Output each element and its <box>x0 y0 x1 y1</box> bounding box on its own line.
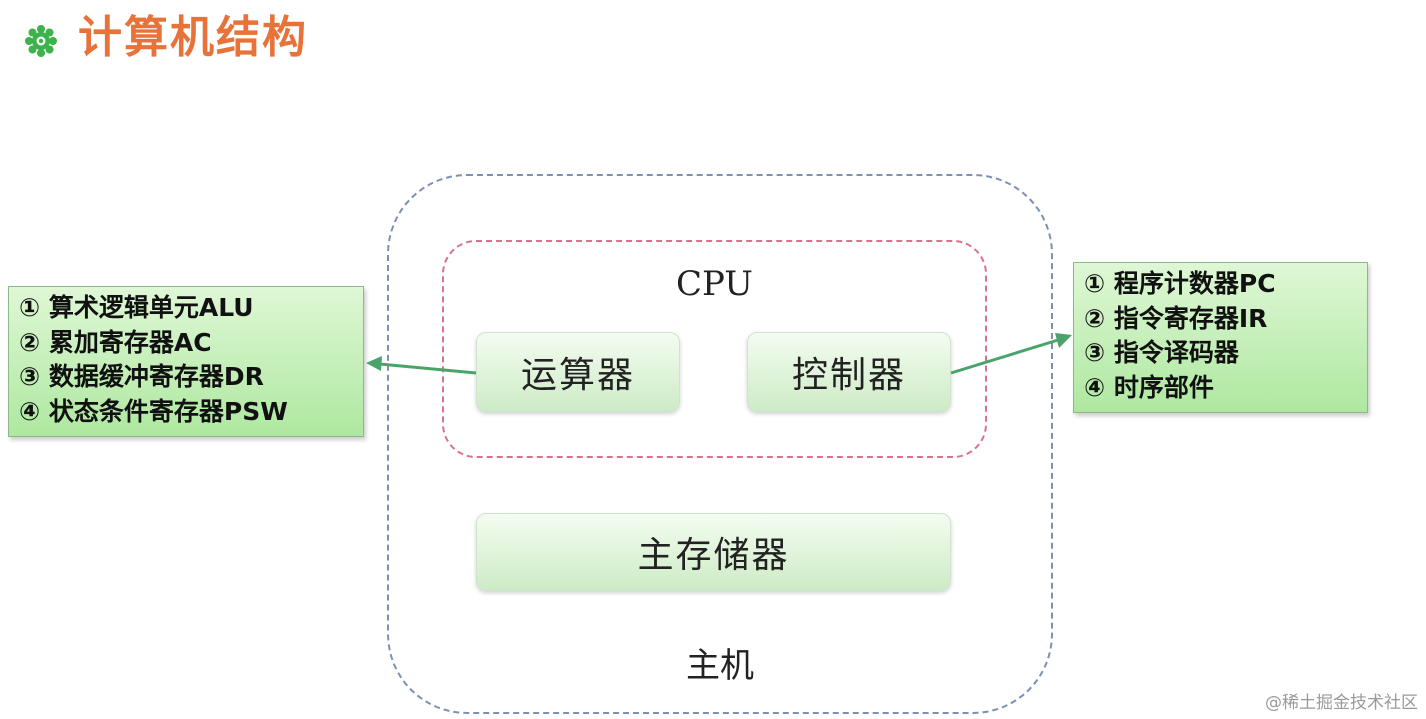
list-item: ③ 指令译码器 <box>1084 338 1239 367</box>
watermark: @稀土掘金技术社区 <box>1265 693 1418 713</box>
control-unit-label: 控制器 <box>791 355 906 396</box>
main-memory-label: 主存储器 <box>637 535 790 576</box>
list-item: ① 程序计数器PC <box>1084 269 1276 298</box>
cpu-container <box>442 240 987 458</box>
left-arrowhead <box>366 356 382 371</box>
list-item: ② 指令寄存器IR <box>1084 303 1268 333</box>
page-title: 计算机结构 <box>78 12 308 63</box>
right-arrowhead <box>1055 333 1072 348</box>
cpu-label: CPU <box>676 264 753 304</box>
host-label: 主机 <box>686 646 754 686</box>
alu-block: 运算器 <box>476 332 680 412</box>
control-unit-to-list-arrow <box>950 338 1059 375</box>
list-item: ① 算术逻辑单元ALU <box>19 293 254 322</box>
alu-components-box: ① 算术逻辑单元ALU ② 累加寄存器AC ③ 数据缓冲寄存器DR ④ 状态条件… <box>8 286 364 437</box>
list-item: ② 累加寄存器AC <box>19 327 212 357</box>
alu-to-list-arrow <box>379 362 477 375</box>
list-item: ④ 状态条件寄存器PSW <box>19 396 288 426</box>
control-unit-components-box: ① 程序计数器PC ② 指令寄存器IR ③ 指令译码器 ④ 时序部件 <box>1073 262 1368 413</box>
main-memory-block: 主存储器 <box>476 513 951 591</box>
list-item: ④ 时序部件 <box>1084 372 1214 402</box>
green-gear-flower-icon <box>25 25 57 57</box>
alu-label: 运算器 <box>520 355 635 396</box>
host-container <box>387 174 1053 714</box>
control-unit-block: 控制器 <box>747 332 951 412</box>
list-item: ③ 数据缓冲寄存器DR <box>19 362 264 391</box>
